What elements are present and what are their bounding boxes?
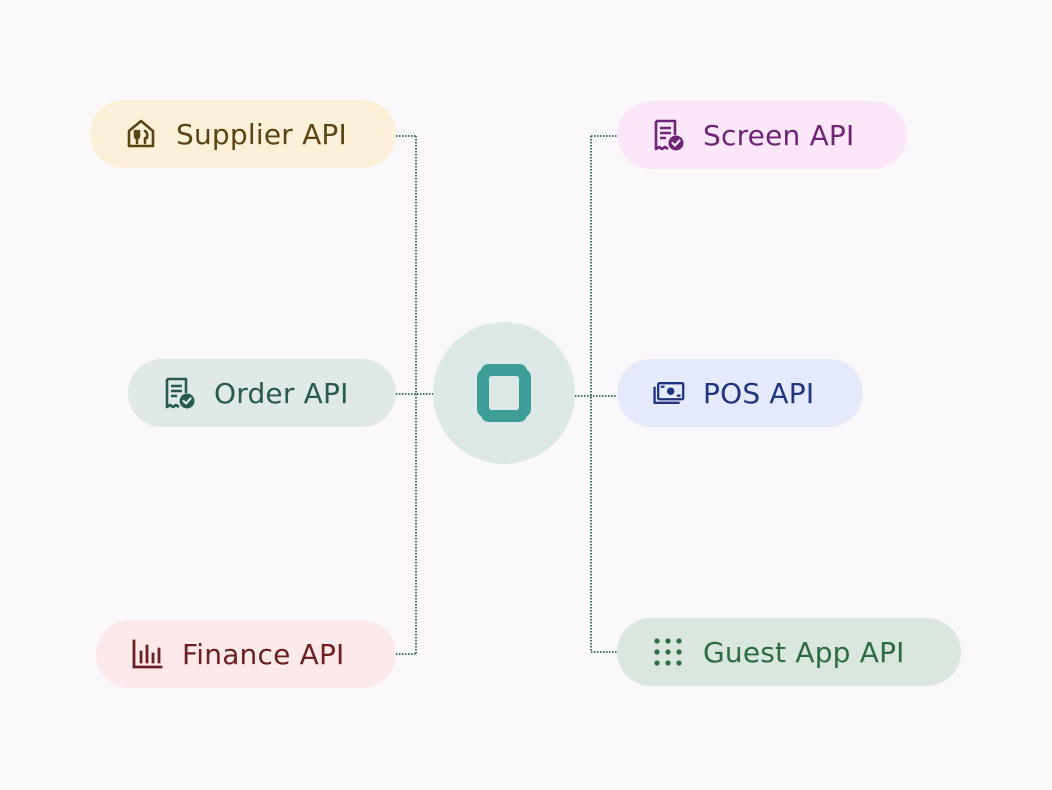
node-supplier-api: Supplier API bbox=[90, 100, 396, 168]
node-label: Finance API bbox=[182, 637, 345, 671]
node-finance-api: Finance API bbox=[96, 620, 396, 688]
node-label: Screen API bbox=[703, 118, 855, 152]
square-app-logo-icon bbox=[477, 364, 531, 422]
bar-chart-icon bbox=[130, 637, 164, 671]
node-label: Order API bbox=[214, 376, 349, 410]
hub-node bbox=[433, 322, 575, 464]
receipt-check-icon bbox=[651, 118, 685, 152]
node-screen-api: Screen API bbox=[617, 101, 907, 169]
node-label: Guest App API bbox=[703, 635, 905, 669]
store-fork-knife-icon bbox=[124, 117, 158, 151]
node-order-api: Order API bbox=[128, 359, 396, 427]
node-pos-api: POS API bbox=[617, 359, 863, 427]
receipt-check-icon bbox=[162, 376, 196, 410]
node-guest-app-api: Guest App API bbox=[617, 618, 961, 686]
node-label: Supplier API bbox=[176, 117, 347, 151]
dot-grid-icon bbox=[651, 635, 685, 669]
cash-stack-icon bbox=[651, 376, 685, 410]
node-label: POS API bbox=[703, 376, 815, 410]
